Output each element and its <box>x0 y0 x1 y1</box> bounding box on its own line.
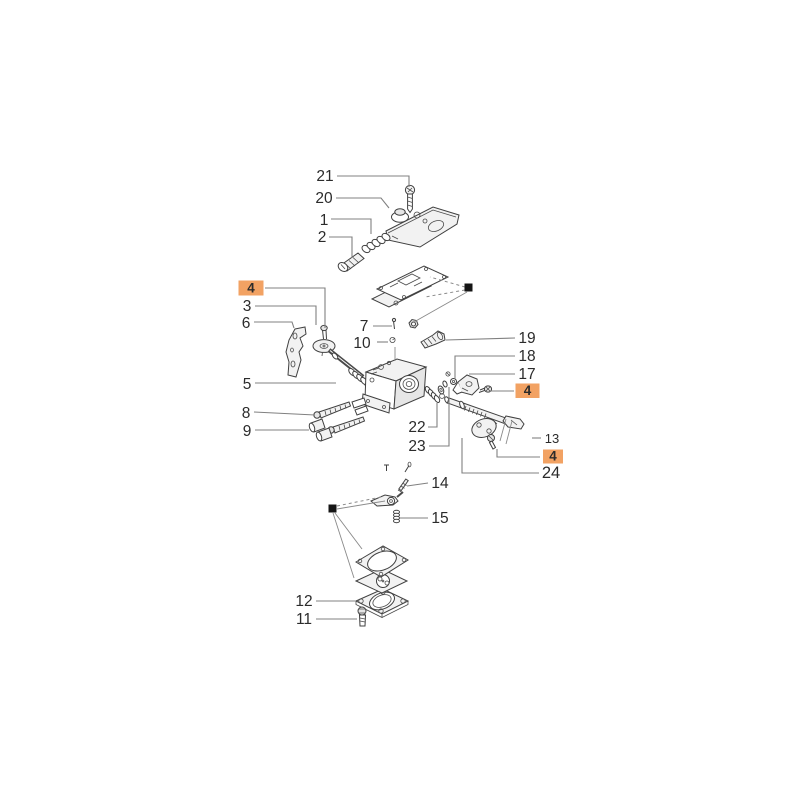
callout-4-mid: 4 <box>524 383 532 398</box>
part-screw-11 <box>357 606 367 627</box>
leader-14 <box>406 482 429 487</box>
construction-lines <box>332 276 513 579</box>
part-choke-lever-17 <box>452 374 480 396</box>
callout-labels: 21 20 1 2 4 3 6 5 8 9 7 10 22 23 19 18 1… <box>242 168 560 628</box>
part-clip-10 <box>389 336 396 343</box>
callout-7: 7 <box>360 318 369 335</box>
callout-6: 6 <box>242 315 251 332</box>
callout-3: 3 <box>243 298 252 315</box>
leader-19 <box>445 337 516 341</box>
part-plug-screw-2 <box>337 252 365 272</box>
callout-18: 18 <box>518 348 535 365</box>
callout-13: 13 <box>545 431 559 446</box>
reference-marker-top <box>464 283 473 292</box>
leader-2 <box>329 236 353 258</box>
callout-14: 14 <box>431 475 449 492</box>
part-spring-1 <box>361 232 391 254</box>
leader-20 <box>336 197 390 209</box>
leader-21 <box>337 175 410 187</box>
leader-6 <box>254 321 295 329</box>
part-clips-18-23 <box>445 371 457 385</box>
highlight-badge-4b <box>515 383 540 398</box>
leader-3 <box>255 305 317 325</box>
callout-9: 9 <box>243 423 252 440</box>
callout-8: 8 <box>242 405 251 422</box>
callout-10: 10 <box>353 335 371 352</box>
leader-4a <box>265 287 326 328</box>
part-gasket-top <box>355 545 409 578</box>
part-spring-washer-22 <box>424 380 448 403</box>
callout-22: 22 <box>408 419 425 436</box>
part-pin-nut-7 <box>391 317 419 330</box>
callout-19: 19 <box>518 330 535 347</box>
callout-5: 5 <box>243 376 252 393</box>
leader-4c <box>496 449 540 458</box>
leader-22 <box>428 403 438 428</box>
leader-18 <box>454 355 515 379</box>
callout-2: 2 <box>318 229 327 246</box>
reference-marker-bottom <box>328 504 337 513</box>
part-inlet-lever <box>370 491 404 507</box>
part-cam-plate-24 <box>471 418 498 438</box>
part-screw-21 <box>404 184 416 214</box>
part-carburetor-body <box>351 358 428 416</box>
part-pump-cover-20 <box>385 206 460 248</box>
leader-lines <box>253 175 541 620</box>
part-screw-4-bottom <box>487 434 497 450</box>
highlight-badge-4c <box>543 449 563 464</box>
part-fuel-fitting-19 <box>420 330 446 349</box>
part-needle-14 <box>384 461 412 493</box>
part-shaft-13 <box>439 393 525 430</box>
callout-12: 12 <box>295 593 312 610</box>
leader-8 <box>253 411 316 416</box>
callout-23: 23 <box>408 438 425 455</box>
callout-20: 20 <box>315 190 333 207</box>
leader-24 <box>461 438 539 474</box>
callout-4-left: 4 <box>247 281 255 296</box>
callout-15: 15 <box>431 510 448 527</box>
part-shutter-screw-disc <box>312 324 336 357</box>
leader-23 <box>429 387 450 447</box>
highlight-badge-4a <box>238 280 264 296</box>
part-spring-15 <box>393 509 400 524</box>
leader-1 <box>331 218 372 234</box>
callout-1: 1 <box>320 212 329 229</box>
part-metering-gasket-pair <box>370 265 450 308</box>
callout-4-bottom: 4 <box>549 449 557 464</box>
callout-11: 11 <box>296 611 312 628</box>
part-lever-6 <box>285 326 307 378</box>
part-limiter-caps-9 <box>308 418 333 442</box>
callout-17: 17 <box>518 366 535 383</box>
part-screw-4-right <box>478 385 493 393</box>
callout-24: 24 <box>542 464 560 482</box>
callout-21: 21 <box>316 168 333 185</box>
part-pump-diaphragm-middle <box>354 568 409 594</box>
part-pump-cover-bottom <box>354 588 410 619</box>
